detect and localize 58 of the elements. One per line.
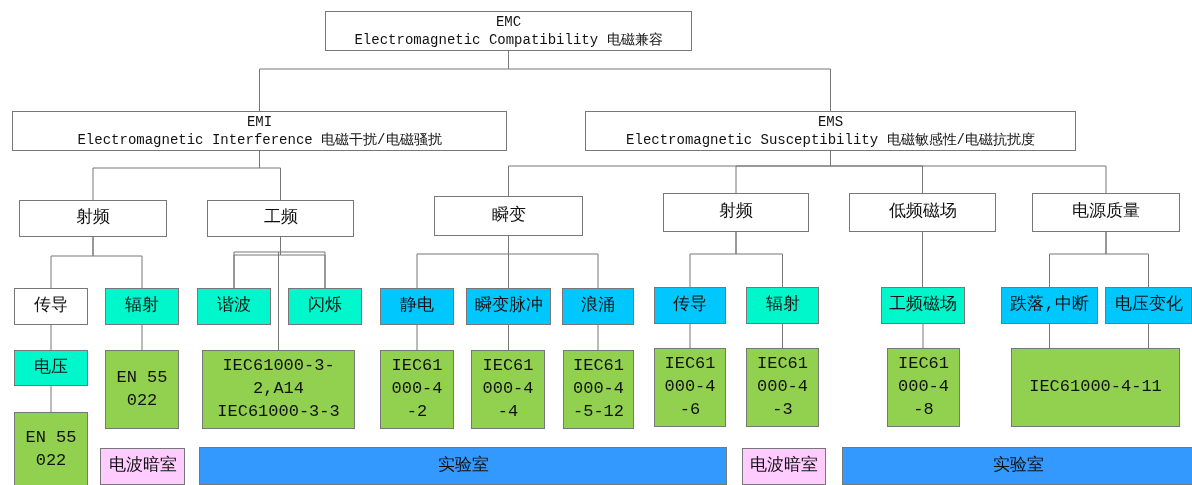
category-box: 闪烁 [288,288,362,325]
standard-box: IEC61000-4-8 [887,348,960,427]
category-box: 工频 [207,200,354,237]
test-site-bar: 电波暗室 [100,448,185,485]
category-box: 静电 [380,288,454,325]
test-site-bar: 电波暗室 [742,448,826,485]
connector-line [689,323,691,349]
category-box: 传导 [14,288,88,325]
connector-line [735,231,783,288]
category-box: 传导 [654,287,726,324]
category-box [585,111,1076,151]
category-box: 辐射 [746,287,819,324]
connector-line [1049,323,1050,349]
category-box [12,111,507,151]
standard-box: IEC61000-4-4 [471,350,545,429]
standard-box: EN 55022 [105,350,179,429]
connector-line [141,324,143,351]
connector-line [416,324,418,351]
category-box: 电压变化 [1105,287,1192,324]
connector-line [92,236,143,289]
abbreviation-text: EMI [246,112,273,131]
connector-line [922,231,923,288]
category-box: 电源质量 [1032,193,1180,232]
standard-box: IEC61000-4-6 [654,348,726,427]
category-box [325,11,692,51]
category-box: 低频磁场 [849,193,996,232]
connector-line [1148,323,1149,349]
term-text: Electromagnetic Susceptibility 电磁敏感性/电磁抗扰度 [626,131,1035,150]
standard-box: EN 55022 [14,412,88,485]
term-text: Electromagnetic Interference 电磁干扰/电磁骚扰 [77,131,442,150]
category-box: 跌落,中断 [1001,287,1098,324]
connector-line [782,323,783,349]
connector-line [508,324,509,351]
category-box: 射频 [19,200,167,237]
connector-line [922,323,924,349]
standard-box: IEC61000-4-3 [746,348,819,427]
category-box: 工频磁场 [881,287,965,324]
abbreviation-text: EMC [495,12,522,31]
connector-line [259,150,281,201]
category-box: 辐射 [105,288,179,325]
connector-line [50,385,52,413]
category-box: 瞬变脉冲 [466,288,551,325]
test-site-bar: 实验室 [199,447,727,485]
standard-box: IEC61000-3-2,A14 IEC61000-3-3 [202,350,355,429]
category-box: 浪涌 [562,288,634,325]
standard-box: IEC61000-4-11 [1011,348,1180,427]
connector-line [1105,231,1149,288]
connector-line [597,324,599,351]
standard-box: IEC61000-4-5-12 [563,350,634,429]
test-site-bar: 实验室 [842,447,1192,485]
connector-line [50,324,52,351]
category-box: 瞬变 [434,196,583,236]
standard-box: IEC61000-4-2 [380,350,454,429]
category-box: 射频 [663,193,809,232]
category-box: 谐波 [197,288,271,325]
abbreviation-text: EMS [817,112,844,131]
category-box: 电压 [14,350,88,386]
term-text: Electromagnetic Compatibility 电磁兼容 [354,31,663,50]
